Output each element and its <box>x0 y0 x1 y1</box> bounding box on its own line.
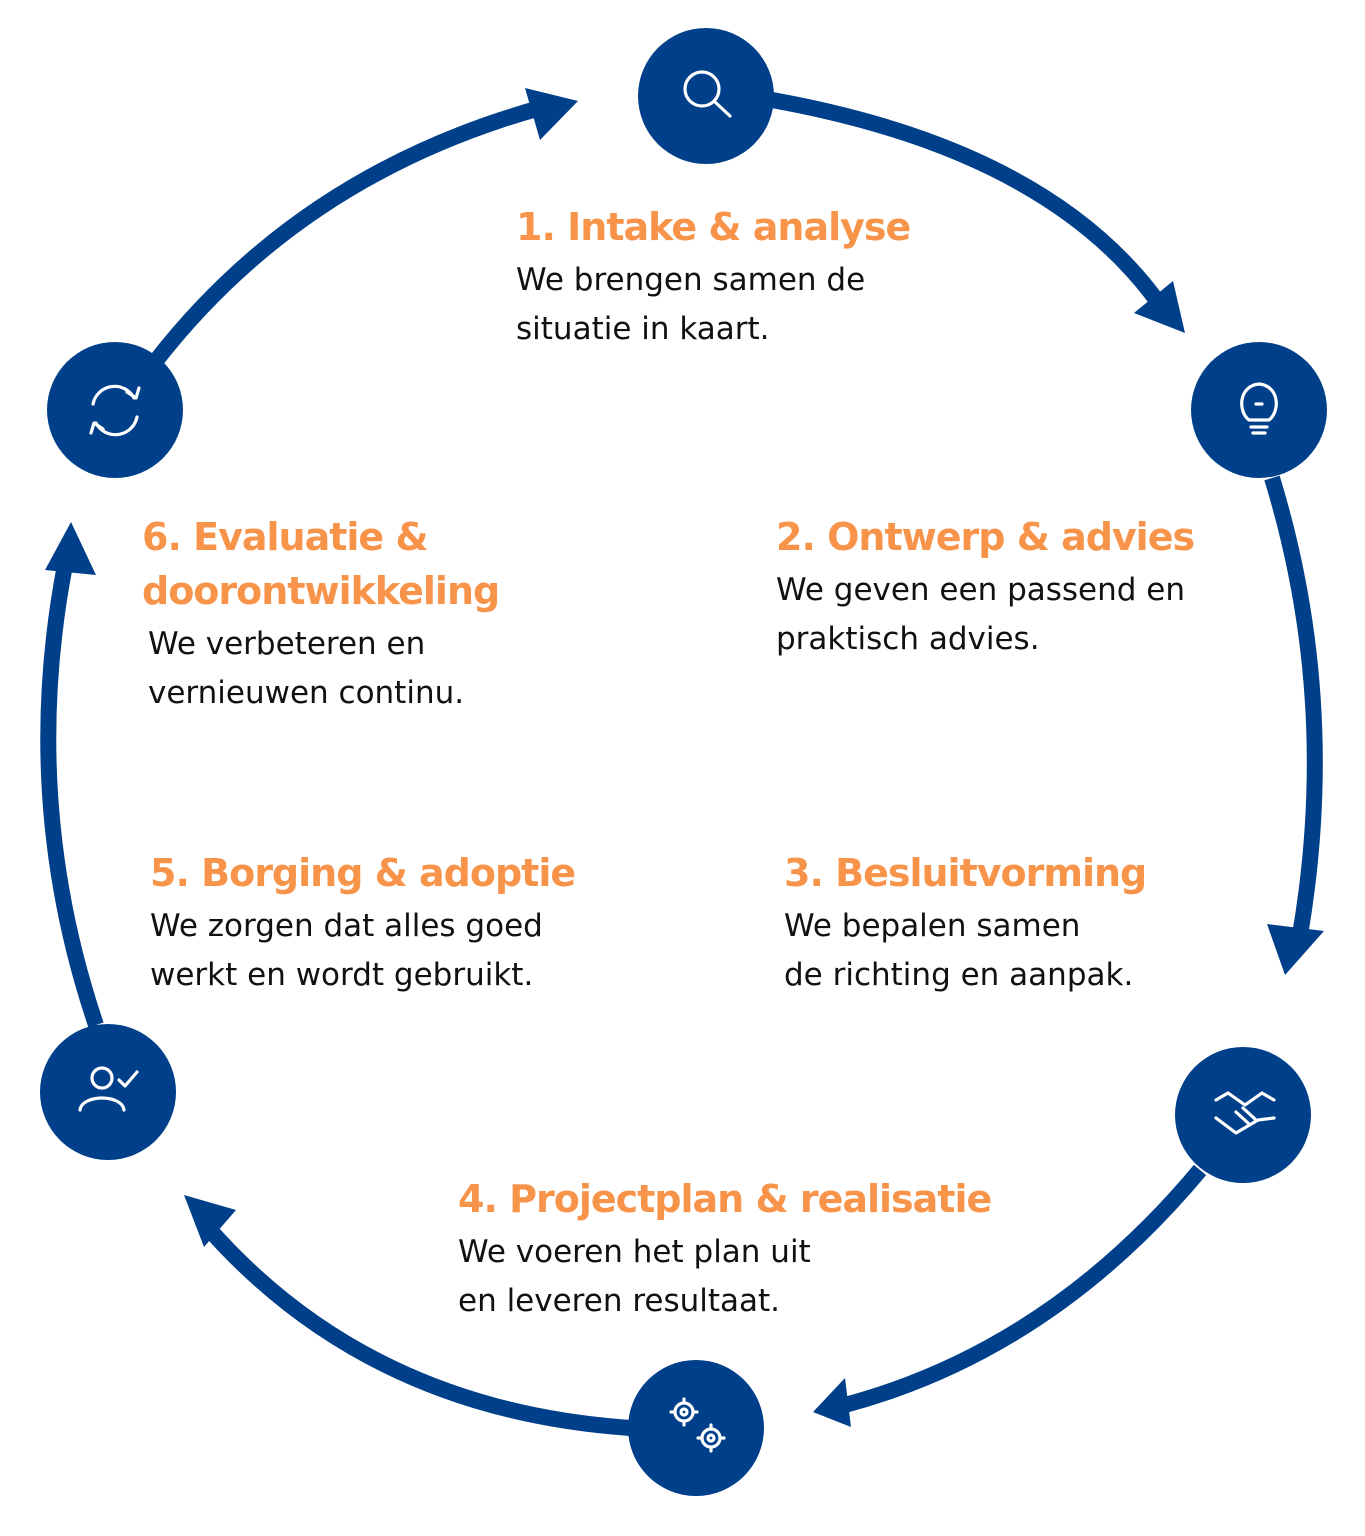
step-desc-line: We zorgen dat alles goed <box>150 908 543 944</box>
step-title: 2. Ontwerp & advies <box>776 510 1195 564</box>
arrow-6-to-1 <box>148 100 543 367</box>
step-description: We bepalen samen de richting en aanpak. <box>784 902 1146 1000</box>
step-title-text: Ontwerp & advies <box>827 515 1195 559</box>
step-description: We brengen samen de situatie in kaart. <box>516 256 910 354</box>
step-title-text: Intake & analyse <box>567 205 911 249</box>
arrowhead-to-5 <box>184 1195 236 1247</box>
step-desc-line: werkt en wordt gebruikt. <box>150 957 534 993</box>
search-icon <box>683 70 732 118</box>
handshake-icon <box>1214 1091 1276 1135</box>
step-number: 2. <box>776 515 816 559</box>
step-number: 4. <box>458 1177 498 1221</box>
step-title-text: Projectplan & realisatie <box>509 1177 992 1221</box>
step-description: We geven een passend en praktisch advies… <box>776 566 1194 664</box>
step-2: 2. Ontwerp & advies We geven een passend… <box>776 510 1195 664</box>
step-desc-line: We brengen samen de <box>516 262 866 298</box>
step-desc-line: situatie in kaart. <box>516 311 770 347</box>
arrowhead-to-6 <box>45 522 96 575</box>
node-step-6 <box>47 342 183 478</box>
step-desc-line: vernieuwen continu. <box>148 675 465 711</box>
step-description: We zorgen dat alles goed werkt en wordt … <box>150 902 575 1000</box>
arrow-5-to-6 <box>40 563 104 1028</box>
step-desc-line: We geven een passend en <box>776 572 1186 608</box>
step-title: 1. Intake & analyse <box>516 200 911 254</box>
step-description: We verbeteren en vernieuwen continu. <box>148 620 499 718</box>
refresh-icon <box>89 384 141 437</box>
step-1: 1. Intake & analyse We brengen samen de … <box>516 200 911 354</box>
step-title: 4. Projectplan & realisatie <box>458 1172 992 1226</box>
arrow-3-to-4 <box>842 1164 1207 1413</box>
step-title-text: Evaluatie & <box>193 515 428 559</box>
step-title: 5. Borging & adoptie <box>150 846 576 900</box>
step-number: 6. <box>142 515 182 559</box>
step-title-text: doorontwikkeling <box>142 569 500 613</box>
node-step-2 <box>1191 342 1327 478</box>
step-number: 1. <box>516 205 556 249</box>
node-step-4 <box>628 1360 764 1496</box>
step-5: 5. Borging & adoptie We zorgen dat alles… <box>150 846 576 1000</box>
user-check-icon <box>78 1066 139 1112</box>
step-desc-line: en leveren resultaat. <box>458 1283 781 1319</box>
node-step-3 <box>1175 1047 1311 1183</box>
step-4: 4. Projectplan & realisatie We voeren he… <box>458 1172 992 1326</box>
step-desc-line: We bepalen samen <box>784 908 1081 944</box>
gears-icon <box>669 1397 726 1453</box>
arrowhead-to-4 <box>813 1378 851 1427</box>
step-3: 3. Besluitvorming We bepalen samen de ri… <box>784 846 1147 1000</box>
step-title: 6. Evaluatie & <box>142 510 499 564</box>
arrow-2-to-3 <box>1264 475 1323 937</box>
step-title: 3. Besluitvorming <box>784 846 1147 900</box>
step-number: 5. <box>150 851 190 895</box>
lightbulb-icon <box>1240 382 1278 435</box>
arrowhead-to-2 <box>1134 281 1185 333</box>
arrowhead-to-1 <box>525 88 578 140</box>
step-title-text: Borging & adoptie <box>201 851 576 895</box>
node-step-5 <box>40 1024 176 1160</box>
step-6: 6. Evaluatie & doorontwikkeling We verbe… <box>142 510 500 718</box>
step-number: 3. <box>784 851 824 895</box>
arrow-4-to-5 <box>204 1224 631 1436</box>
step-title-line2: doorontwikkeling <box>142 564 500 618</box>
step-desc-line: We voeren het plan uit <box>458 1234 811 1270</box>
step-title-text: Besluitvorming <box>835 851 1147 895</box>
arrow-1-to-2 <box>770 92 1167 310</box>
step-desc-line: We verbeteren en <box>148 626 426 662</box>
step-desc-line: de richting en aanpak. <box>784 957 1134 993</box>
arrowhead-to-3 <box>1267 924 1324 975</box>
node-step-1 <box>638 28 774 164</box>
step-desc-line: praktisch advies. <box>776 621 1040 657</box>
step-description: We voeren het plan uit en leveren result… <box>458 1228 991 1326</box>
